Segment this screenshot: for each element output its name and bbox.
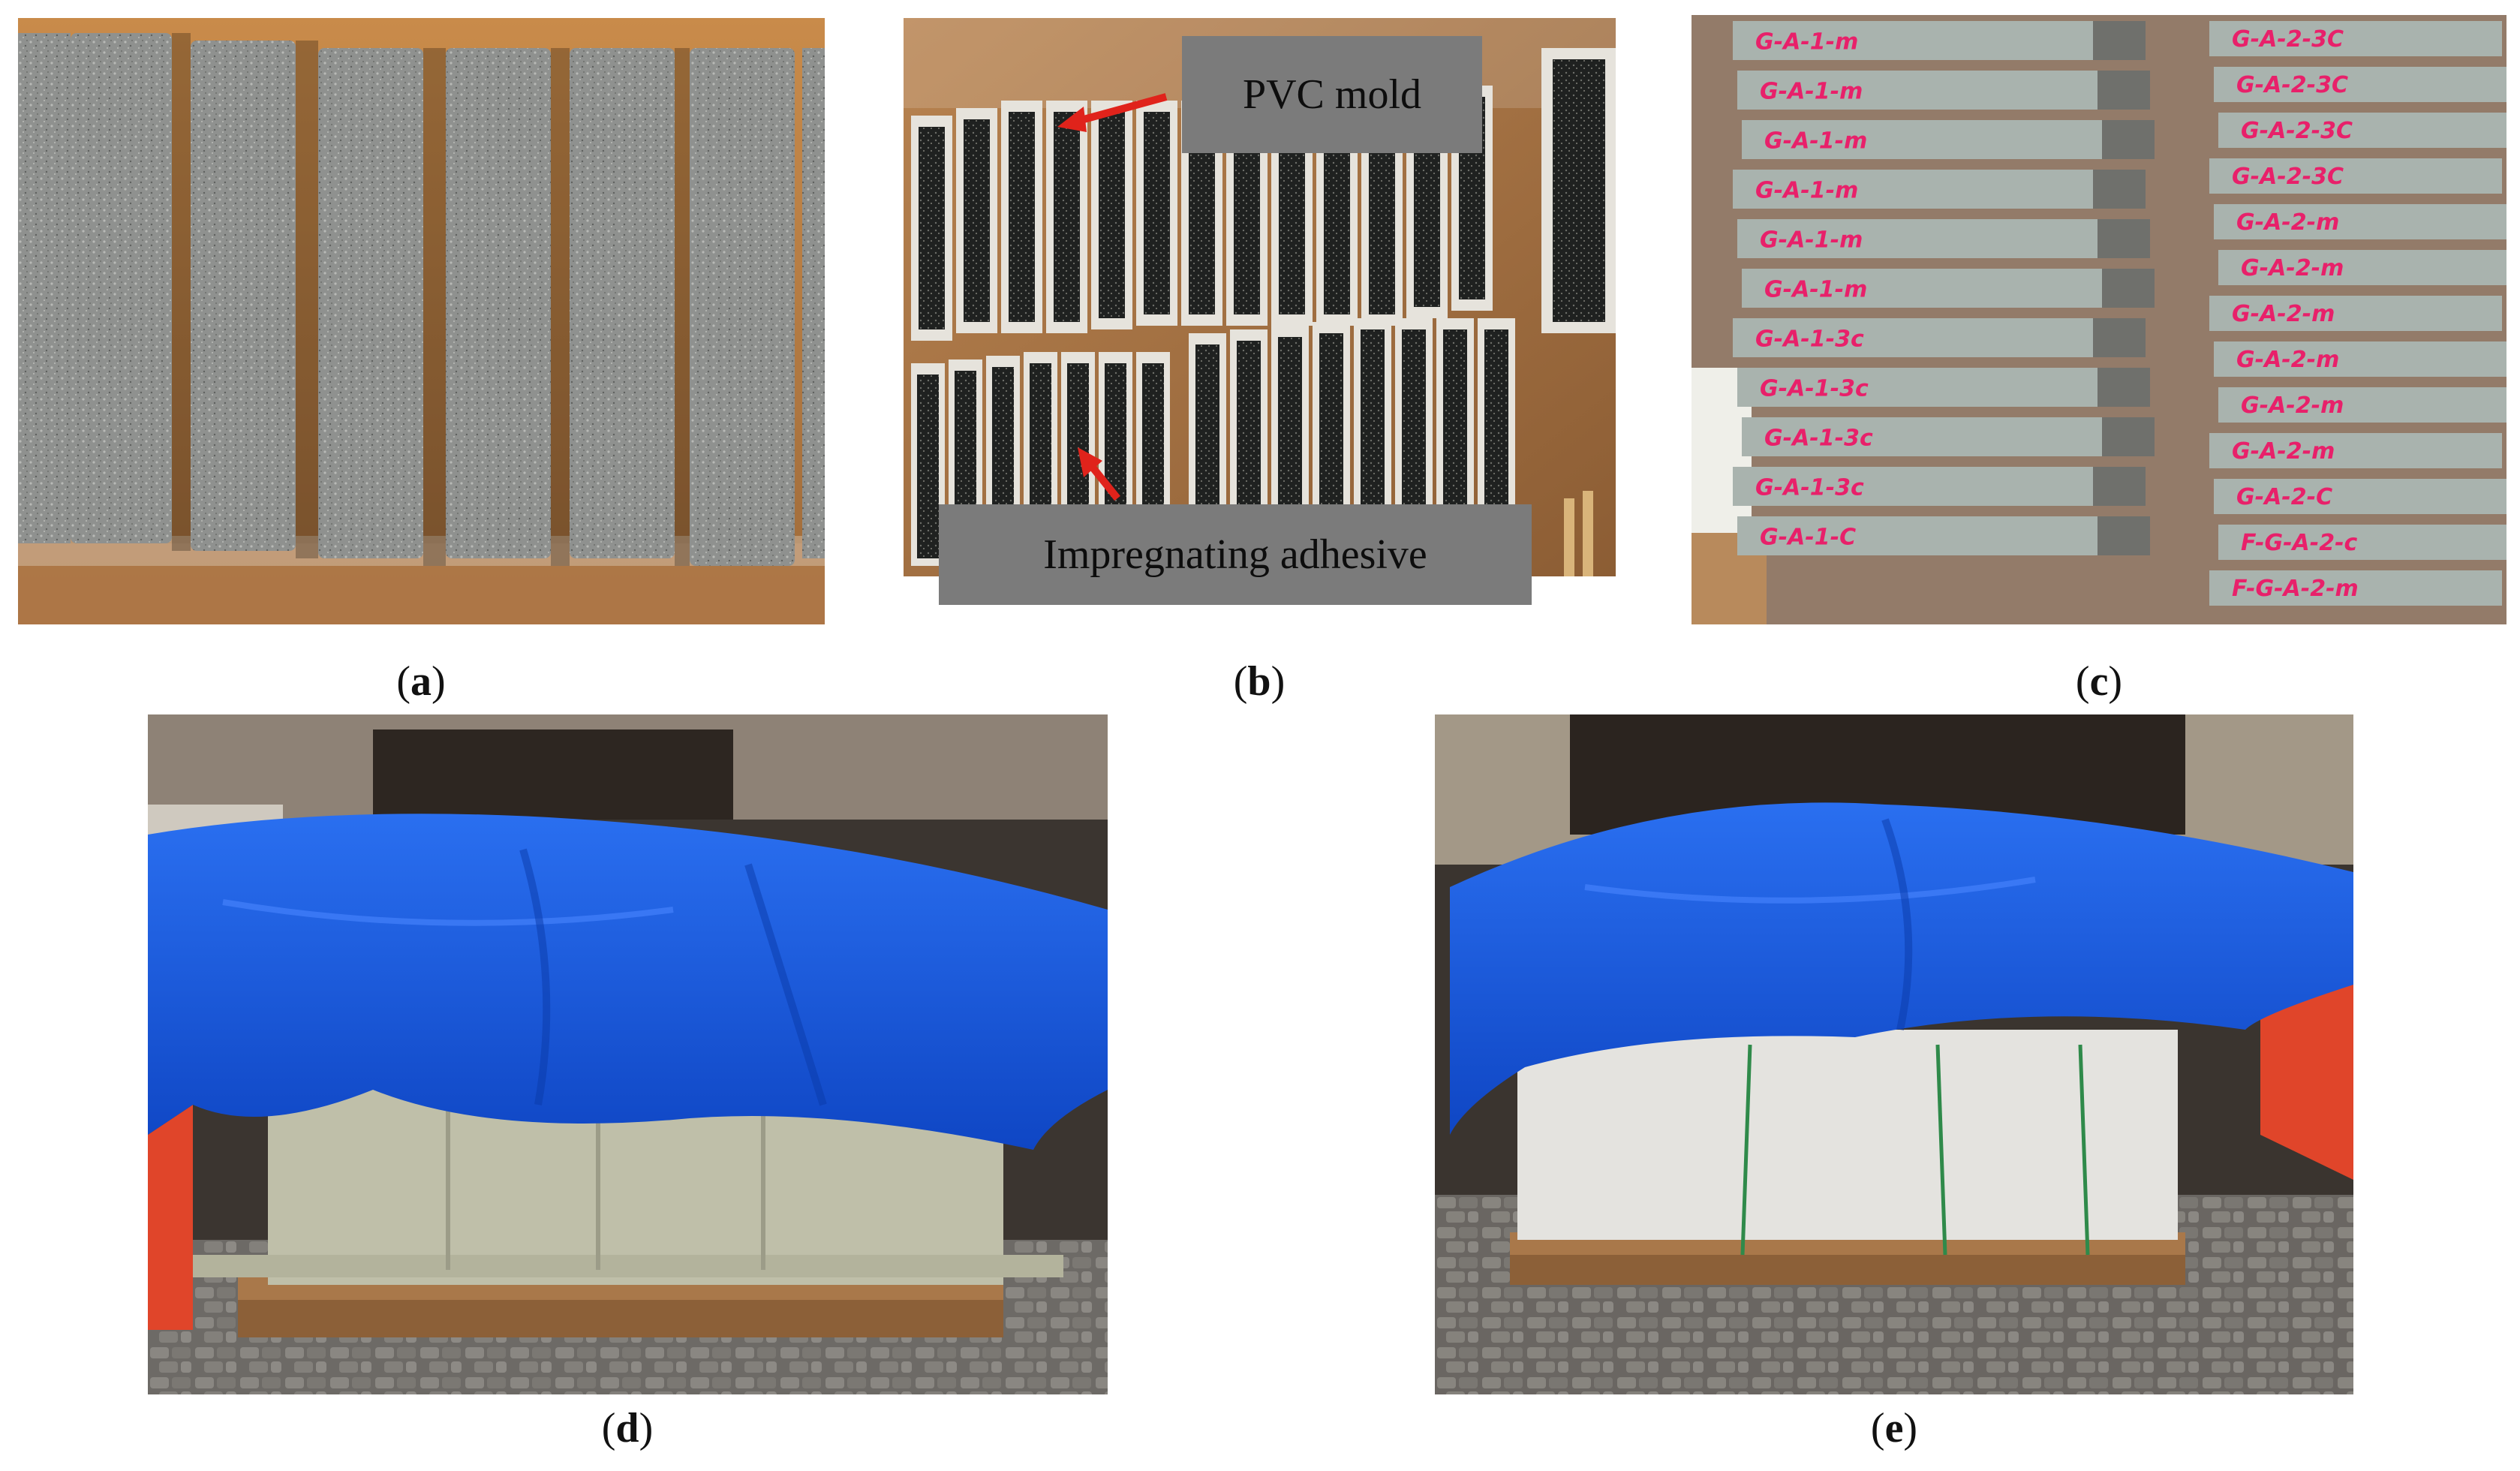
specimen-bar bbox=[2209, 433, 2502, 468]
specimen-bar bbox=[1737, 219, 2097, 258]
specimen-label: F-G-A-2-m bbox=[2232, 576, 2359, 602]
caption-d: (d) bbox=[601, 1405, 654, 1451]
specimen-bar bbox=[1742, 417, 2102, 456]
specimen-bar bbox=[2214, 479, 2506, 514]
specimen-bar bbox=[2214, 67, 2506, 102]
specimen-label: G-A-2-m bbox=[2236, 347, 2339, 373]
specimen-bar bbox=[2218, 387, 2506, 423]
callout-impregnating-adhesive: Impregnating adhesive bbox=[939, 504, 1532, 605]
specimen-concrete-end bbox=[2102, 269, 2155, 308]
specimen-label: G-A-2-m bbox=[2241, 393, 2344, 419]
specimen-bar bbox=[1737, 516, 2097, 555]
arrow-pvc-mold bbox=[1057, 93, 1168, 132]
specimen-concrete-end bbox=[2097, 368, 2150, 407]
specimen-label: G-A-2-3C bbox=[2236, 72, 2348, 98]
specimen-bar bbox=[1733, 318, 2093, 357]
callout-pvc-mold: PVC mold bbox=[1182, 36, 1482, 153]
photo-panel-e bbox=[1435, 714, 2353, 1394]
caption-a: (a) bbox=[396, 658, 446, 705]
specimen-concrete-end bbox=[2097, 219, 2150, 258]
covered-pallet-image bbox=[1435, 714, 2353, 1394]
covered-tank-image bbox=[148, 714, 1108, 1394]
specimen-label: G-A-1-m bbox=[1760, 227, 1863, 253]
specimen-bar bbox=[2209, 21, 2502, 56]
specimen-label: G-A-2-m bbox=[2241, 255, 2344, 281]
concrete-prisms-image bbox=[18, 18, 825, 624]
specimen-label: G-A-1-m bbox=[1760, 78, 1863, 104]
specimen-label: G-A-1-m bbox=[1755, 177, 1858, 203]
specimen-bar bbox=[2209, 158, 2502, 194]
specimen-bar bbox=[1733, 170, 2093, 209]
specimen-concrete-end bbox=[2093, 21, 2146, 60]
specimen-bar bbox=[2218, 525, 2506, 560]
specimen-concrete-end bbox=[2102, 417, 2155, 456]
specimen-concrete-end bbox=[2097, 71, 2150, 110]
specimen-label: G-A-1-3c bbox=[1764, 425, 1873, 451]
specimen-label: G-A-1-3c bbox=[1755, 326, 1864, 352]
specimen-label: G-A-1-m bbox=[1755, 29, 1858, 55]
specimen-label: G-A-1-m bbox=[1764, 128, 1867, 154]
caption-c: (c) bbox=[2075, 658, 2123, 705]
specimen-bar bbox=[2218, 250, 2506, 285]
photo-panel-a bbox=[18, 18, 825, 624]
specimen-label: G-A-2-C bbox=[2236, 484, 2332, 510]
specimen-bar bbox=[1733, 21, 2093, 60]
specimen-concrete-end bbox=[2093, 170, 2146, 209]
specimen-label: F-G-A-2-c bbox=[2241, 530, 2358, 556]
specimen-label: G-A-1-m bbox=[1764, 276, 1867, 302]
specimen-bar bbox=[1733, 467, 2093, 506]
caption-e: (e) bbox=[1870, 1405, 1918, 1451]
caption-b: (b) bbox=[1233, 658, 1286, 705]
specimen-concrete-end bbox=[2102, 120, 2155, 159]
specimen-label: G-A-2-m bbox=[2236, 209, 2339, 236]
specimen-label: G-A-2-3C bbox=[2241, 118, 2353, 144]
specimen-bar bbox=[2214, 204, 2506, 239]
specimen-label: G-A-2-m bbox=[2232, 438, 2335, 465]
specimen-label: G-A-2-3C bbox=[2232, 164, 2344, 190]
specimen-bar bbox=[1742, 120, 2102, 159]
specimen-label: G-A-1-C bbox=[1760, 524, 1856, 550]
specimen-label: G-A-1-3c bbox=[1760, 375, 1869, 402]
specimen-bar bbox=[2209, 570, 2502, 606]
specimen-bar bbox=[1742, 269, 2102, 308]
specimen-bar bbox=[2214, 341, 2506, 377]
specimen-concrete-end bbox=[2097, 516, 2150, 555]
specimen-label: G-A-2-3C bbox=[2232, 26, 2344, 53]
specimen-concrete-end bbox=[2093, 467, 2146, 506]
specimen-bar bbox=[1737, 71, 2097, 110]
specimen-bar bbox=[2218, 113, 2506, 148]
specimen-bar bbox=[2209, 296, 2502, 331]
specimen-label: G-A-1-3c bbox=[1755, 474, 1864, 501]
labelled-specimens-image: G-A-1-mG-A-1-mG-A-1-mG-A-1-mG-A-1-mG-A-1… bbox=[1692, 15, 2506, 624]
specimen-label: G-A-2-m bbox=[2232, 301, 2335, 327]
photo-panel-d bbox=[148, 714, 1108, 1394]
specimen-bar bbox=[1737, 368, 2097, 407]
specimen-concrete-end bbox=[2093, 318, 2146, 357]
arrow-impregnating-adhesive bbox=[1078, 447, 1120, 501]
